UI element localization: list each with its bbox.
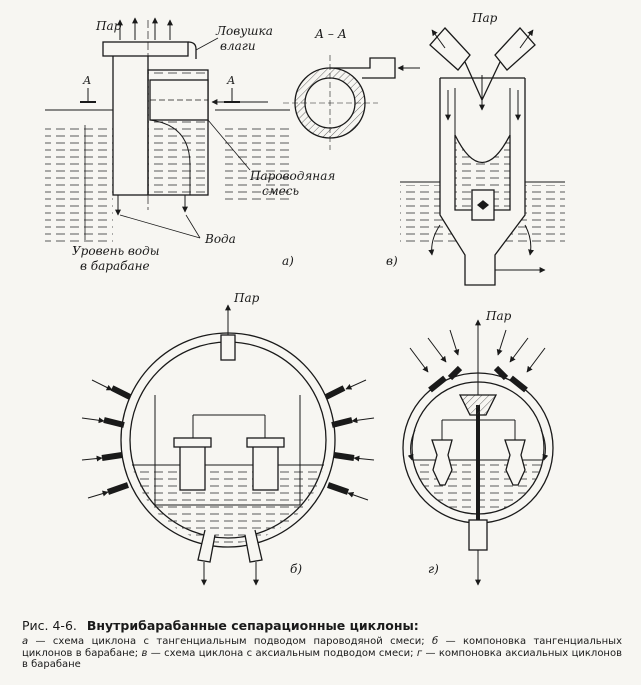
figure-caption-text: а — схема циклона с тангенциальным подво… <box>22 636 622 671</box>
g-panel-label: г) <box>428 562 439 576</box>
v-steam-label: Пар <box>471 11 498 25</box>
caption-part-a: — схема циклона с тангенциальным подводо… <box>28 636 433 647</box>
section-aa-diagram <box>283 55 420 150</box>
panel-v-diagram <box>400 27 565 286</box>
figure-title: Внутрибарабанные сепарационные циклоны: <box>86 618 419 633</box>
panel-g-diagram <box>402 319 554 586</box>
b-panel-label: б) <box>290 562 302 576</box>
v-panel-label: в) <box>386 254 398 268</box>
caption-letter-b: б <box>432 636 439 647</box>
panel-b-diagram <box>81 304 375 586</box>
caption-letter-v: в <box>141 647 148 659</box>
a-mixture-label: Пароводяная смесь <box>249 169 339 198</box>
figure-caption-title: Рис. 4-6. Внутрибарабанные сепарационные … <box>22 618 622 633</box>
b-steam-label: Пар <box>233 291 260 305</box>
g-steam-label: Пар <box>485 309 512 323</box>
a-trap-label: Ловушка влаги <box>215 24 277 53</box>
a-level-label: Уровень воды в барабане <box>72 244 163 273</box>
a-panel-label: а) <box>282 254 294 268</box>
caption-part-v: — схема циклона с аксиальным подводом см… <box>147 647 417 659</box>
figure-number: Рис. 4-6. <box>22 618 77 633</box>
caption-part-g: — компоновка аксиальных циклонов в бараб… <box>22 647 622 671</box>
caption-letter-g: г <box>416 647 423 659</box>
caption-part-b: — компоновка тангенциальных циклонов в б… <box>22 636 622 659</box>
panel-a-diagram <box>45 17 290 245</box>
a-section-mark-left: А <box>82 74 91 87</box>
a-steam-label: Пар <box>95 19 122 33</box>
section-aa-title: А – А <box>314 27 347 41</box>
caption-letter-a: а <box>22 636 29 647</box>
cyclone-figure: Пар Ловушка влаги А А Пароводяная смесь … <box>45 11 565 586</box>
a-water-label: Вода <box>204 232 236 246</box>
a-section-mark-right: А <box>226 74 235 87</box>
